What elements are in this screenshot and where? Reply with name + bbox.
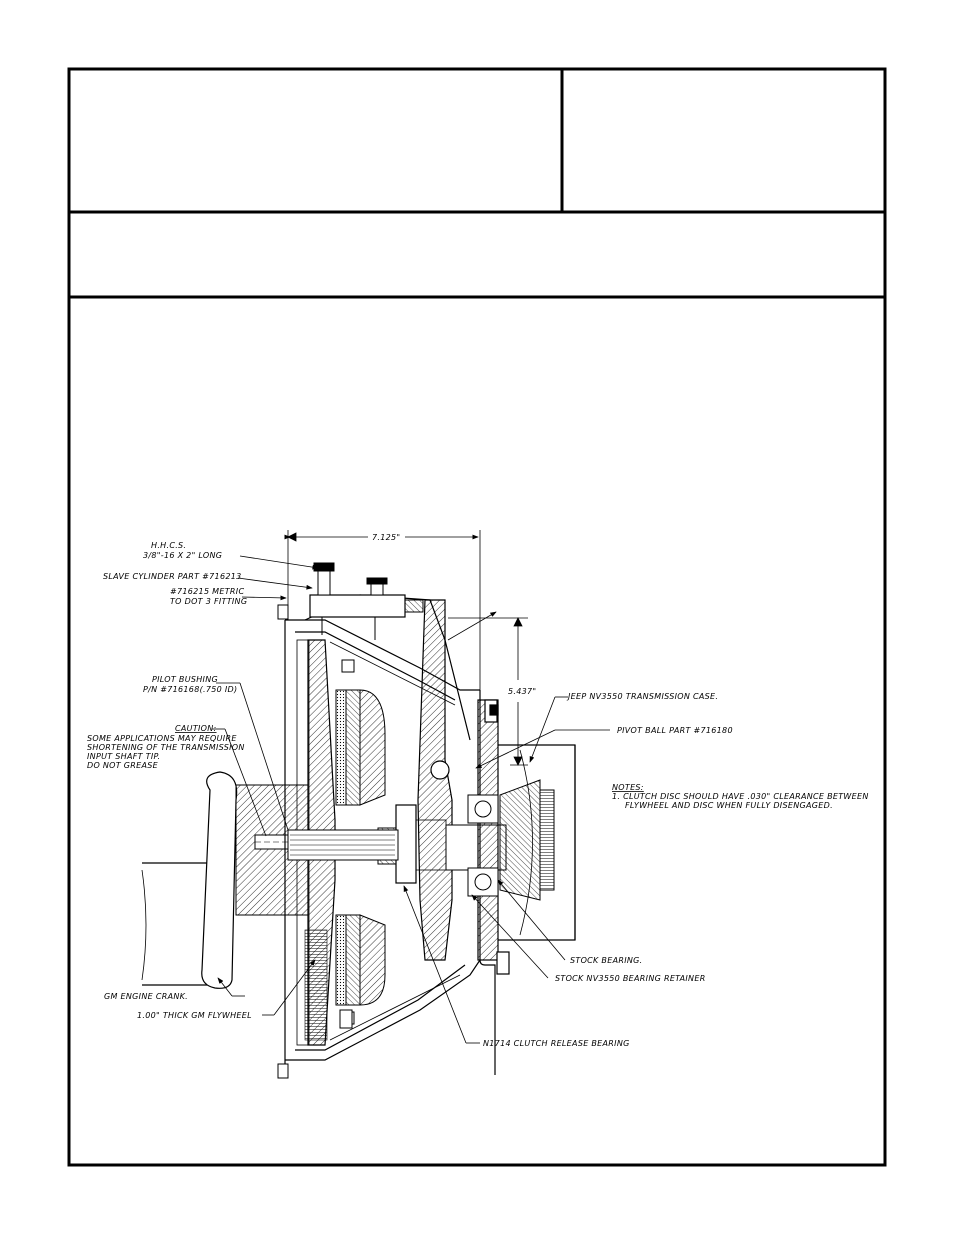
- label-caution-3: INPUT SHAFT TIP.: [87, 752, 160, 761]
- label-hhcs-2: 3/8"-16 X 2" LONG: [143, 551, 222, 560]
- label-caution-title: CAUTION:: [175, 724, 217, 733]
- label-gm-crank: GM ENGINE CRANK.: [104, 992, 188, 1001]
- adapter-plate: [417, 599, 453, 961]
- label-notes-title: NOTES:: [612, 783, 644, 792]
- label-hhcs-1: H.H.C.S.: [151, 541, 186, 550]
- dimension-height-label: 5.437": [508, 687, 536, 696]
- label-notes-1: 1. CLUTCH DISC SHOULD HAVE .030" CLEARAN…: [612, 792, 869, 801]
- label-slave-cylinder: SLAVE CYLINDER PART #716213: [103, 572, 242, 581]
- engine-crank: [141, 771, 309, 989]
- label-pilot-2: P/N #716168(.750 ID): [143, 685, 237, 694]
- clutch-assembly-drawing: 7.125" 5.437": [87, 530, 869, 1079]
- leader-lines: [212, 555, 610, 1044]
- label-caution-4: DO NOT GREASE: [87, 761, 159, 770]
- label-stock-bearing: STOCK BEARING.: [570, 956, 643, 965]
- label-caution-2: SHORTENING OF THE TRANSMISSION: [87, 743, 245, 752]
- dimension-height: [448, 617, 528, 766]
- label-jeep-case: JEEP NV3550 TRANSMISSION CASE.: [566, 692, 718, 701]
- slave-cylinder: [309, 562, 424, 640]
- label-release-bearing: N1714 CLUTCH RELEASE BEARING: [483, 1039, 630, 1048]
- label-stock-retainer: STOCK NV3550 BEARING RETAINER: [555, 974, 706, 983]
- label-notes-2: FLYWHEEL AND DISC WHEN FULLY DISENGAGED.: [625, 801, 833, 810]
- clutch-disc: [335, 659, 386, 1025]
- title-block: [67, 67, 887, 1167]
- label-flywheel: 1.00" THICK GM FLYWHEEL: [137, 1011, 252, 1020]
- label-pivot-ball: PIVOT BALL PART #716180: [617, 726, 733, 735]
- label-pilot-1: PILOT BUSHING: [152, 675, 218, 684]
- dimension-width-label: 7.125": [372, 533, 400, 542]
- dimension-width: [284, 530, 481, 690]
- label-fitting-1: #716215 METRIC: [170, 587, 244, 596]
- label-caution-1: SOME APPLICATIONS MAY REQUIRE: [87, 734, 237, 743]
- stock-bearing: [467, 779, 555, 901]
- label-fitting-2: TO DOT 3 FITTING: [170, 597, 247, 606]
